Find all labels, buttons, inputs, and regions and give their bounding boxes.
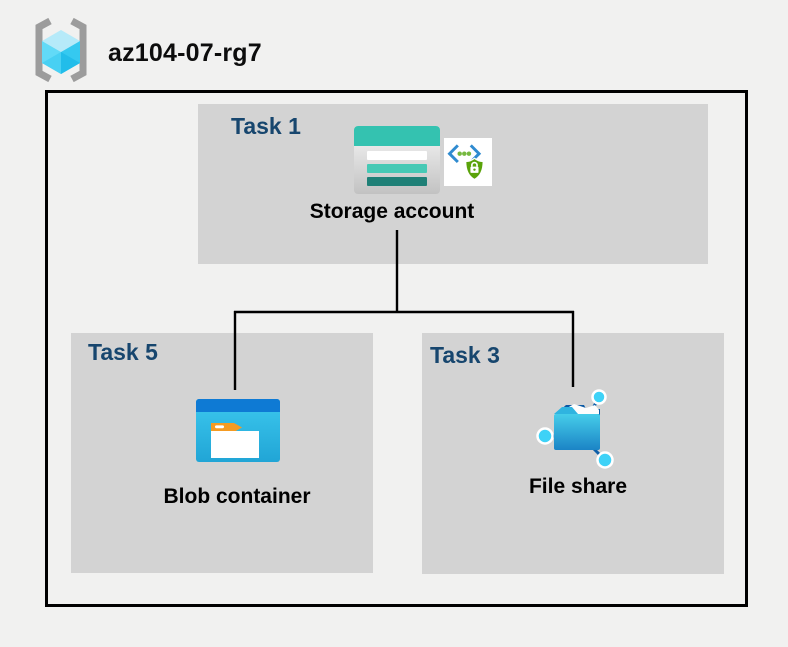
- resource-group-icon: [35, 17, 87, 83]
- storage-account-label: Storage account: [309, 200, 475, 223]
- task1-label: Task 1: [231, 113, 301, 139]
- task3-label: Task 3: [430, 342, 500, 368]
- file-share-icon: [536, 389, 614, 469]
- blob-container-label: Blob container: [163, 485, 311, 508]
- storage-account-icon: [354, 126, 440, 194]
- resource-group-header: az104-07-rg7: [26, 14, 262, 86]
- resource-group-boundary: [45, 90, 748, 607]
- resource-group-title: az104-07-rg7: [108, 38, 262, 67]
- task5-label: Task 5: [88, 339, 158, 365]
- code-security-lock-icon: [444, 138, 492, 186]
- blob-container-icon: [196, 399, 280, 462]
- file-share-label: File share: [528, 475, 628, 498]
